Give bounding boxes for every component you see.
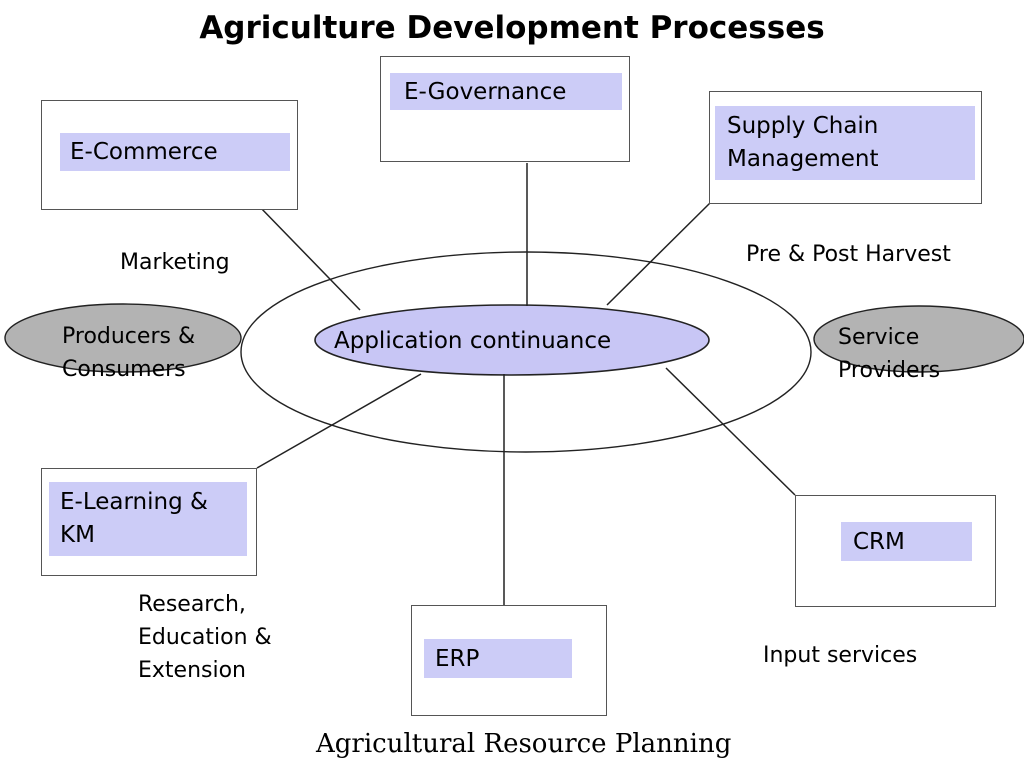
caption-agricultural-resource-planning: Agricultural Resource Planning — [316, 729, 732, 759]
caption-research-education-extension: Research, Education & Extension — [138, 592, 272, 683]
node-crm-label: CRM — [841, 522, 972, 561]
node-e-commerce-label: E-Commerce — [60, 133, 290, 171]
node-e-learning-km-label: E-Learning & KM — [49, 482, 247, 556]
caption-marketing: Marketing — [120, 250, 230, 275]
node-supply-chain-management-label: Supply Chain Management — [715, 106, 975, 180]
caption-input-services: Input services — [763, 643, 918, 668]
connector-crm — [665, 367, 796, 496]
caption-pre-post-harvest: Pre & Post Harvest — [746, 242, 951, 267]
node-e-governance-label: E-Governance — [390, 73, 622, 110]
application-continuance-label: Application continuance — [334, 328, 612, 354]
producers-consumers-label: Producers & Consumers — [62, 324, 196, 382]
connector-e-learning — [256, 373, 422, 469]
node-erp-label: ERP — [424, 639, 572, 678]
connector-supply-chain — [606, 202, 711, 306]
service-providers-label: Service Providers — [838, 325, 941, 383]
page-title: Agriculture Development Processes — [199, 10, 825, 46]
connector-e-commerce — [257, 204, 361, 311]
